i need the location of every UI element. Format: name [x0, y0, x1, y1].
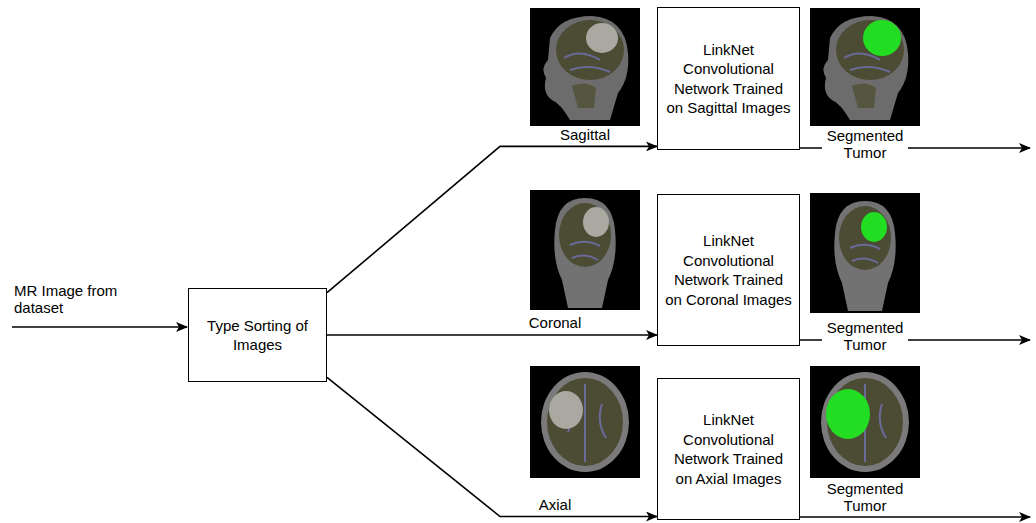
mri-coronal [530, 190, 640, 310]
connector-arrow [327, 334, 657, 336]
output-arrow [800, 516, 1030, 518]
output-label: Segmented Tumor [822, 128, 908, 162]
mri-sagittal-segmented [810, 8, 920, 126]
edge-label: Sagittal [558, 127, 612, 144]
mri-axial [530, 366, 640, 478]
process-box: LinkNet Convolutional Network Trained on… [657, 194, 800, 346]
input-arrow [12, 326, 187, 328]
box-text: LinkNet Convolutional Network Trained on… [664, 40, 793, 118]
connector-arrow [327, 146, 657, 292]
mri-axial-segmented [810, 366, 920, 478]
box-text: LinkNet Convolutional Network Trained on… [664, 410, 793, 488]
edge-label: Axial [537, 497, 574, 514]
mri-sagittal [530, 8, 640, 126]
output-label: Segmented Tumor [822, 320, 908, 354]
box-text: LinkNet Convolutional Network Trained on… [664, 231, 793, 309]
edge-label: Coronal [527, 315, 584, 332]
input-label: MR Image from dataset [14, 283, 146, 317]
process-box: LinkNet Convolutional Network Trained on… [657, 7, 800, 150]
process-box: LinkNet Convolutional Network Trained on… [657, 378, 800, 520]
output-label: Segmented Tumor [822, 481, 908, 515]
box-text: Type Sorting of Images [195, 316, 320, 355]
mri-coronal-segmented [810, 193, 920, 313]
process-box: Type Sorting of Images [188, 288, 327, 382]
connector-arrow [327, 377, 657, 516]
